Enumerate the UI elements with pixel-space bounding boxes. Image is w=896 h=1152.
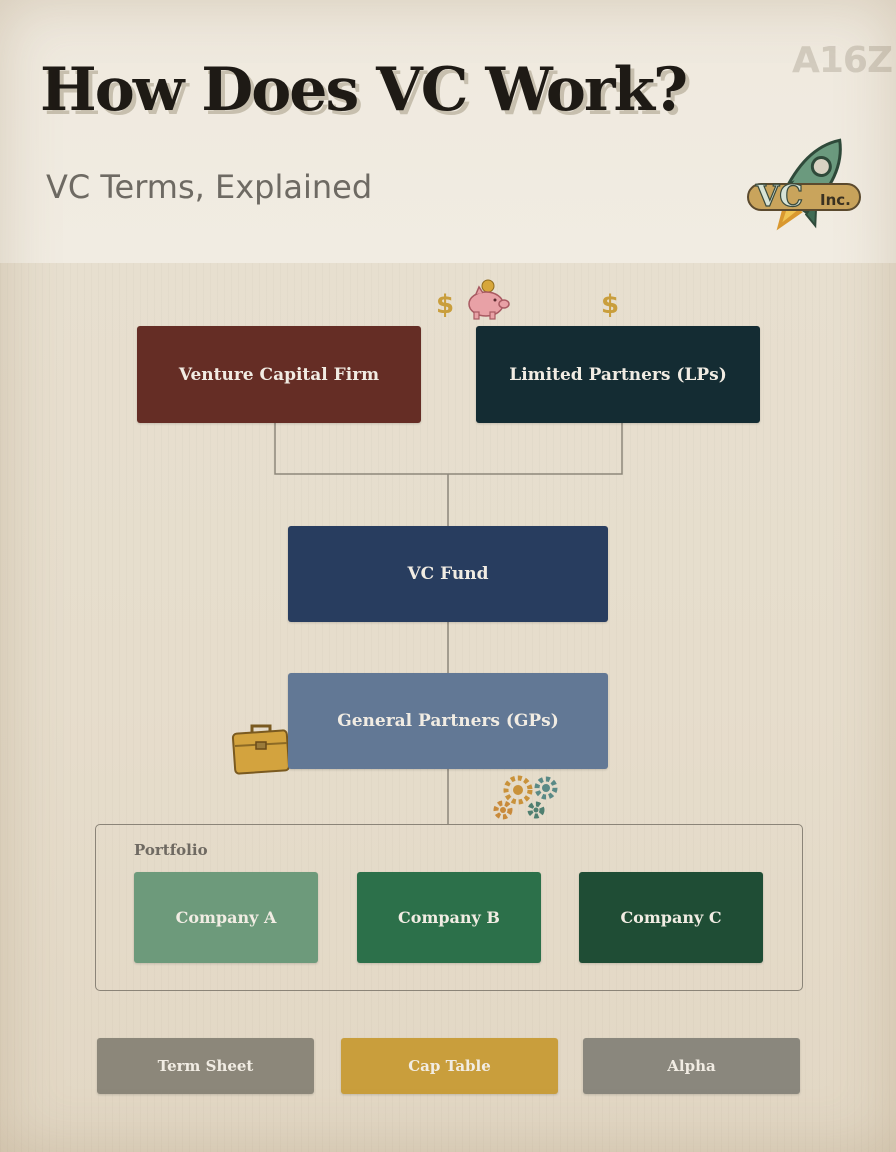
company-a-node: Company A <box>134 872 318 963</box>
portfolio-label: Portfolio <box>134 841 208 859</box>
vc-fund-label: VC Fund <box>407 564 489 584</box>
limited-partners-label: Limited Partners (LPs) <box>509 364 727 385</box>
header-band <box>0 0 896 263</box>
company-c-node: Company C <box>579 872 763 963</box>
rocket-logo-icon: VC Inc. <box>747 138 861 231</box>
company-b-label: Company B <box>398 908 500 927</box>
brand-logo-text: A16Z <box>792 40 893 81</box>
venture-capital-firm-label: Venture Capital Firm <box>178 364 380 385</box>
cap-table-box: Cap Table <box>341 1038 558 1094</box>
dollar-sign-icon: $ <box>436 290 455 320</box>
portfolio-container <box>95 824 803 991</box>
venture-capital-firm-node: Venture Capital Firm <box>137 326 421 423</box>
vc-fund-node: VC Fund <box>288 526 608 622</box>
term-sheet-label: Term Sheet <box>157 1057 254 1075</box>
rocket-logo-inc-text: Inc. <box>820 191 851 209</box>
piggy-bank-icon <box>468 279 510 320</box>
general-partners-node: General Partners (GPs) <box>288 673 608 769</box>
page-title: How Does VC Work? <box>40 55 688 125</box>
cap-table-label: Cap Table <box>408 1057 491 1075</box>
connector-top-merge <box>274 423 623 475</box>
briefcase-icon <box>231 724 291 775</box>
dollar-sign-icon-right: $ <box>601 290 620 320</box>
alpha-label: Alpha <box>667 1057 716 1075</box>
alpha-box: Alpha <box>583 1038 800 1094</box>
company-b-node: Company B <box>357 872 541 963</box>
term-sheet-box: Term Sheet <box>97 1038 314 1094</box>
company-c-label: Company C <box>620 908 722 927</box>
company-a-label: Company A <box>175 908 277 927</box>
limited-partners-node: Limited Partners (LPs) <box>476 326 760 423</box>
gears-icon <box>493 775 558 820</box>
general-partners-label: General Partners (GPs) <box>337 711 559 731</box>
page-subtitle: VC Terms, Explained <box>46 168 373 206</box>
rocket-logo-vc-text: VC <box>755 179 803 214</box>
